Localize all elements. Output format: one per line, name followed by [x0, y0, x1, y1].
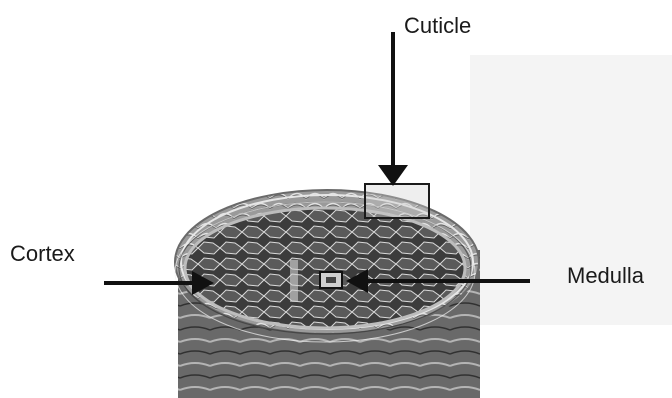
cortex-label: Cortex: [10, 243, 75, 265]
cuticle-box: [365, 184, 429, 218]
cortex-layer: [185, 208, 465, 328]
cuticle-arrow: [378, 32, 408, 186]
cortex-arrow: [104, 271, 214, 295]
cuticle-label: Cuticle: [404, 15, 471, 37]
cortex-streak: [290, 260, 298, 302]
medulla-label: Medulla: [567, 265, 644, 287]
medulla-core: [326, 277, 336, 283]
